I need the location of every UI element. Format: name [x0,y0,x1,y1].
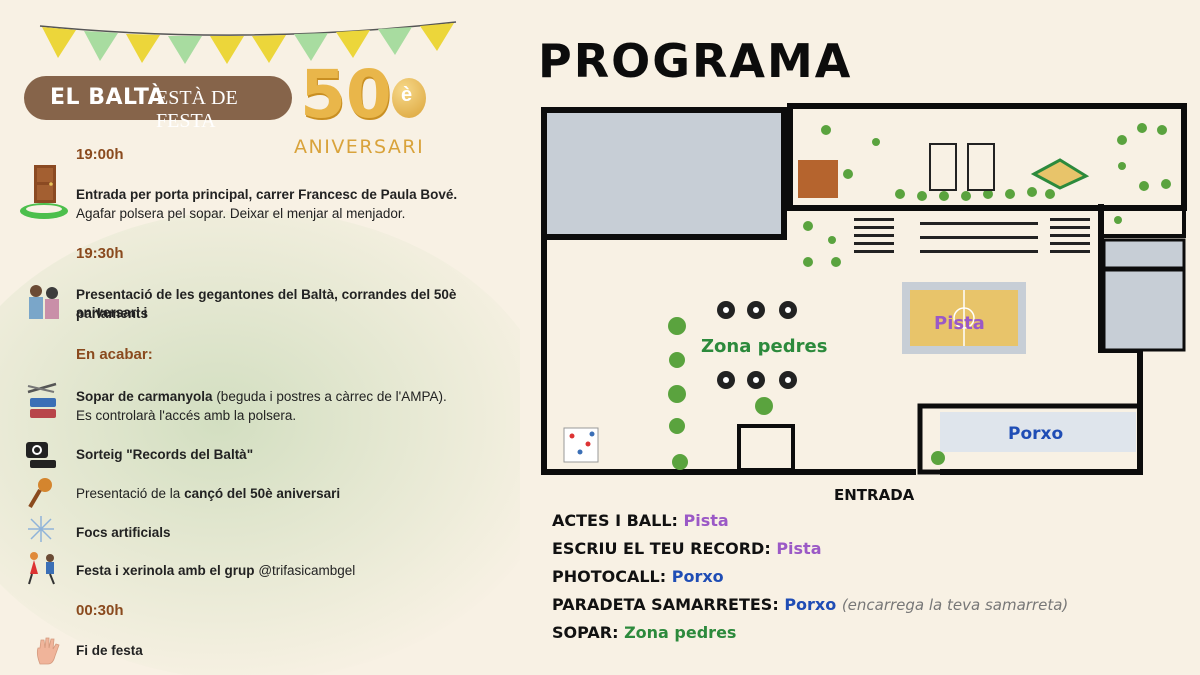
legend-dinner: SOPAR: Zona pedres [552,623,736,642]
legend-tshirts-label: PARADETA SAMARRETES: [552,595,779,614]
item-fireworks: Focs artificials [76,525,171,540]
item-song: Presentació de la cançó del 50è aniversa… [76,485,340,503]
item-dinner: Sopar de carmanyola (beguda i postres a … [76,388,447,406]
legend-dinner-label: SOPAR: [552,623,619,642]
item-party-rest: @trifasicambgel [254,563,356,578]
item-end: Fi de festa [76,643,143,658]
plan-zona-pedres: Zona pedres [701,336,828,357]
item-giants: Presentació de les gegantones del Baltà,… [76,287,457,320]
site-plan [541,103,1187,475]
plan-entrance: ENTRADA [834,486,915,504]
item-entrance-detail: Agafar polsera pel sopar. Deixar el menj… [76,206,406,221]
time-1930: 19:30h [76,245,124,262]
item-song-pre: Presentació de la [76,486,185,501]
item-party: Festa i xerinola amb el grup @trifasicam… [76,562,355,580]
item-dinner-bold: Sopar de carmanyola [76,389,213,404]
legend-acts-label: ACTES I BALL: [552,511,678,530]
lunchbox-icon [27,382,57,418]
number-suffix: è [401,84,413,106]
legend-tshirts: PARADETA SAMARRETES: Porxo (encarrega la… [552,595,1068,614]
legend-photocall-value: Porxo [671,567,724,586]
schedule-panel: EL BALTÀ ESTÀ DE FESTA 50 è ANIVERSARI 1… [0,0,520,675]
balloon-icon: è [392,78,426,118]
item-dinner-rest: (beguda i postres a càrrec de l'AMPA). [212,389,447,404]
legend-record-value: Pista [776,539,822,558]
legend-tshirts-note: (encarrega la teva samarreta) [841,596,1069,614]
wristband-icon [20,203,68,219]
item-party-bold: Festa i xerinola amb el grup [76,563,255,578]
title-right: ESTÀ DE FESTA [156,87,238,132]
title-banner: EL BALTÀ ESTÀ DE FESTA [24,76,292,132]
title-left: EL BALTÀ [50,85,166,110]
plan-porxo: Porxo [1008,424,1064,444]
item-dinner-2: Es controlarà l'accés amb la polsera. [76,408,297,423]
item-song-bold: cançó del 50è aniversari [184,486,341,501]
item-raffle: Sorteig "Records del Baltà" [76,447,254,462]
plan-pista: Pista [934,313,985,334]
legend-dinner-value: Zona pedres [624,623,737,642]
fireworks-icon [28,516,54,542]
watercolor-wash [0,210,520,675]
time-0030: 00:30h [76,602,124,619]
legend-acts: ACTES I BALL: Pista [552,511,729,530]
plan-title: PROGRAMA [538,34,853,88]
legend-record-label: ESCRIU EL TEU RECORD: [552,539,771,558]
legend-photocall-label: PHOTOCALL: [552,567,667,586]
legend-acts-value: Pista [683,511,729,530]
dancers-icon [28,552,55,585]
legend-record: ESCRIU EL TEU RECORD: Pista [552,539,822,558]
giants-icon [29,285,59,319]
flag-bunting-icon [39,21,457,64]
item-entrance: Entrada per porta principal, carrer Fran… [76,187,458,202]
hand-icon [36,637,60,665]
door-icon [34,165,56,203]
time-1900: 19:00h [76,146,124,163]
legend-photocall: PHOTOCALL: Porxo [552,567,724,586]
item-giants-2: parlaments [76,306,149,321]
anniversary-number: 50 [300,56,392,133]
legend-tshirts-value: Porxo [784,595,837,614]
microphone-icon [28,478,52,509]
time-after: En acabar: [76,346,153,363]
raffle-icon [26,442,56,468]
anniversary-label: ANIVERSARI [294,136,425,158]
